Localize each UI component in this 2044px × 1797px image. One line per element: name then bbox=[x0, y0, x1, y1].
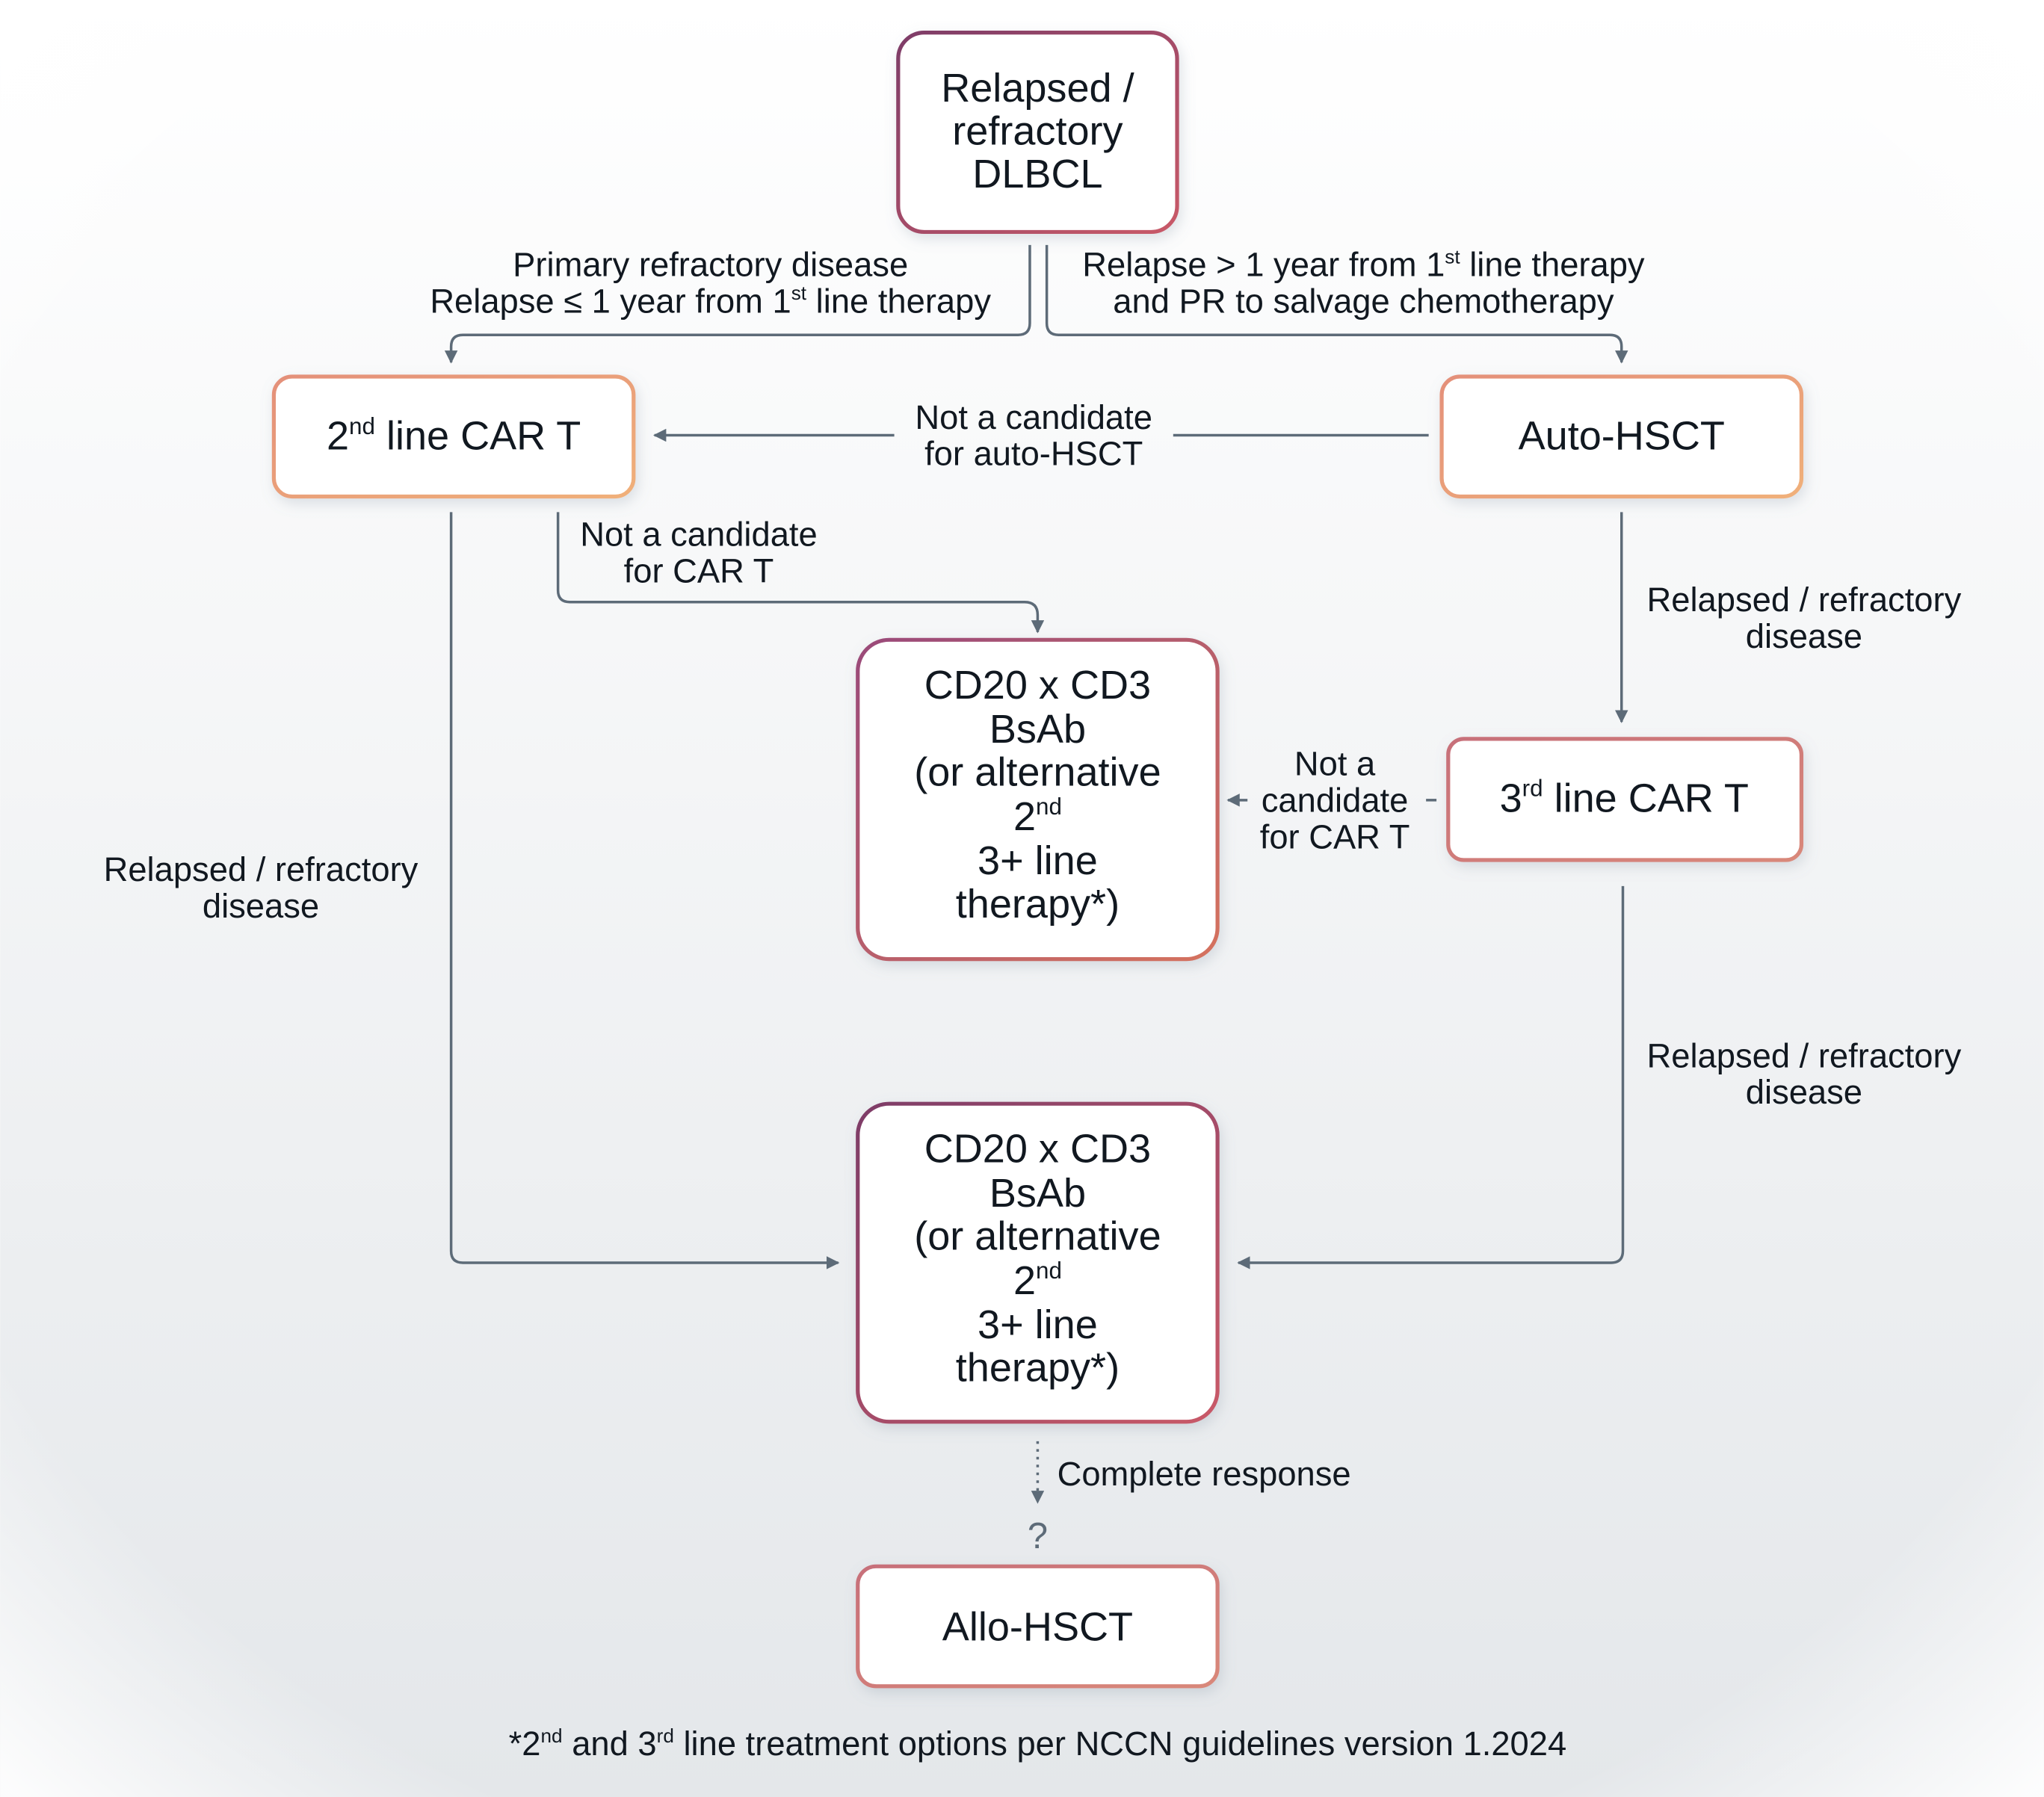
line: CD20 x CD3 bbox=[924, 1127, 1151, 1172]
line: (or alternative bbox=[914, 750, 1161, 795]
sup: nd bbox=[541, 1725, 563, 1747]
question-mark: ? bbox=[1028, 1516, 1048, 1556]
label-line: for CAR T bbox=[1260, 817, 1410, 856]
node-auto-hsct-label: Auto-HSCT bbox=[1519, 414, 1725, 459]
node-bsab-1: CD20 x CD3 BsAb (or alternative 2nd 3+ l… bbox=[856, 637, 1220, 962]
num: 3 bbox=[1500, 776, 1522, 821]
node-start: Relapsed / refractory DLBCL bbox=[896, 30, 1179, 235]
node-start-line: Relapsed / bbox=[941, 66, 1134, 111]
footnote: *2nd and 3rd line treatment options per … bbox=[509, 1725, 1567, 1763]
footnote-text: line treatment options per NCCN guidelin… bbox=[674, 1725, 1566, 1763]
label: line CAR T bbox=[1543, 776, 1749, 821]
node-bsab-2: CD20 x CD3 BsAb (or alternative 2nd 3+ l… bbox=[856, 1101, 1220, 1424]
node-3rd-line-car-t: 3rd line CAR T bbox=[1446, 737, 1804, 862]
node-start-line: refractory bbox=[952, 109, 1123, 154]
svg-text:3rd line CAR T: 3rd line CAR T bbox=[1500, 776, 1749, 821]
num: 2 bbox=[1013, 1258, 1036, 1303]
svg-text:2nd: 2nd bbox=[1013, 1258, 1062, 1303]
node-start-line: DLBCL bbox=[972, 152, 1102, 197]
label-line: candidate bbox=[1262, 782, 1409, 820]
line: BsAb bbox=[989, 707, 1086, 752]
label-text: line therapy bbox=[806, 282, 991, 321]
footnote-text: and 3 bbox=[563, 1725, 657, 1763]
sup: st bbox=[1445, 245, 1460, 267]
label-line: Not a candidate bbox=[580, 516, 818, 554]
footnote-text: *2 bbox=[509, 1725, 541, 1763]
label-relapsed-left: Relapsed / refractory disease bbox=[104, 850, 419, 925]
svg-text:Relapse ≤ 1 year from 1st line: Relapse ≤ 1 year from 1st line therapy bbox=[430, 282, 991, 320]
sup: nd bbox=[1036, 794, 1062, 820]
label-relapsed-auto: Relapsed / refractory disease bbox=[1647, 581, 1962, 655]
arrow-start-to-auto-hsct bbox=[1045, 244, 1628, 364]
label-line: Not a bbox=[1294, 745, 1376, 783]
label-line: Relapsed / refractory bbox=[1647, 1036, 1962, 1074]
line: (or alternative bbox=[914, 1214, 1161, 1259]
label-relapsed-3rd: Relapsed / refractory disease bbox=[1647, 1036, 1962, 1111]
line: CD20 x CD3 bbox=[924, 663, 1151, 708]
sup: st bbox=[791, 282, 807, 304]
svg-text:2nd: 2nd bbox=[1013, 794, 1062, 839]
label-primary-refractory: Primary refractory disease Relapse ≤ 1 y… bbox=[430, 246, 991, 321]
num: 2 bbox=[327, 414, 349, 459]
svg-text:2nd line CAR T: 2nd line CAR T bbox=[327, 413, 581, 459]
label-line: Relapsed / refractory bbox=[1647, 581, 1962, 619]
line: therapy*) bbox=[956, 1346, 1120, 1391]
label-text: Relapse > 1 year from 1 bbox=[1082, 246, 1445, 284]
sup: rd bbox=[1522, 776, 1543, 802]
label-line: for CAR T bbox=[624, 552, 774, 590]
label-line: Not a candidate bbox=[915, 398, 1152, 436]
arrow-2nd-car-t-to-bsab-1 bbox=[556, 512, 1045, 634]
arrow-3rd-car-t-to-bsab-2 bbox=[1237, 885, 1625, 1269]
arrow-2nd-car-t-to-bsab-2 bbox=[449, 512, 840, 1269]
node-allo-hsct-label: Allo-HSCT bbox=[942, 1605, 1133, 1650]
svg-text:Relapse > 1 year from 1st line: Relapse > 1 year from 1st line therapy bbox=[1082, 245, 1645, 283]
node-allo-hsct: Allo-HSCT bbox=[856, 1564, 1220, 1689]
label-line: for auto-HSCT bbox=[924, 435, 1143, 473]
label-text: Relapse ≤ 1 year from 1 bbox=[430, 282, 791, 321]
label-not-candidate-cart-2: Not a candidate for CAR T bbox=[1260, 745, 1410, 856]
label-line: Relapsed / refractory bbox=[104, 850, 419, 888]
arrow-start-to-2nd-car-t bbox=[444, 244, 1031, 364]
num: 2 bbox=[1013, 794, 1036, 839]
node-2nd-line-car-t: 2nd line CAR T bbox=[271, 374, 636, 499]
label-text: line therapy bbox=[1460, 246, 1645, 284]
label-line: Primary refractory disease bbox=[513, 246, 908, 284]
line: therapy*) bbox=[956, 882, 1120, 927]
label-not-candidate-auto: Not a candidate for auto-HSCT bbox=[915, 398, 1152, 473]
node-auto-hsct: Auto-HSCT bbox=[1439, 374, 1804, 499]
label-complete-response: Complete response bbox=[1057, 1455, 1351, 1493]
label-line: disease bbox=[203, 887, 319, 925]
line: 3+ line bbox=[978, 1302, 1098, 1347]
sup: nd bbox=[1036, 1258, 1062, 1284]
label: line CAR T bbox=[375, 414, 581, 459]
line: 3+ line bbox=[978, 838, 1098, 883]
sup: nd bbox=[349, 413, 375, 439]
line: BsAb bbox=[989, 1171, 1086, 1216]
sup: rd bbox=[657, 1725, 674, 1747]
label-line: and PR to salvage chemotherapy bbox=[1113, 282, 1614, 321]
label-not-candidate-cart-1: Not a candidate for CAR T bbox=[580, 516, 818, 590]
label-line: disease bbox=[1746, 617, 1862, 655]
label-late-relapse: Relapse > 1 year from 1st line therapy a… bbox=[1082, 245, 1645, 320]
label-line: disease bbox=[1746, 1073, 1862, 1111]
